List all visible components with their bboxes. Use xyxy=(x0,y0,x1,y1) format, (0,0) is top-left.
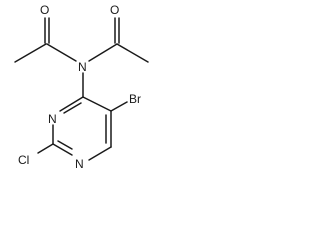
chemical-structure-drawing: O O N Br N N Cl xyxy=(14,3,149,171)
bond-c2-cl xyxy=(37,143,54,154)
atom-nitrogen-ring-upper: N xyxy=(48,112,57,126)
atom-oxygen-left: O xyxy=(40,3,49,17)
bond-c5-br xyxy=(110,101,128,112)
atom-oxygen-right: O xyxy=(110,3,119,17)
atom-nitrogen-amide: N xyxy=(78,60,87,74)
bond-ring-c2-n1 xyxy=(52,143,73,156)
atom-chlorine: Cl xyxy=(18,153,29,167)
bond-c-n-left xyxy=(46,43,77,62)
bond-c-n-right xyxy=(88,43,118,62)
bond-methyl-right xyxy=(116,43,149,63)
bond-ring-n1-c6 xyxy=(88,146,112,161)
bond-ring-c4-n3 xyxy=(59,96,84,112)
atom-bromine: Br xyxy=(129,92,141,106)
bond-ring-c5-c4 xyxy=(82,96,112,112)
bond-methyl-left xyxy=(14,43,47,63)
bond-ring-c4-n3-inner xyxy=(63,102,82,114)
atom-nitrogen-ring-lower: N xyxy=(75,157,84,171)
bond-ring-c2-n1-inner xyxy=(57,140,73,150)
structure-canvas: O O N Br N N Cl xyxy=(0,0,165,197)
